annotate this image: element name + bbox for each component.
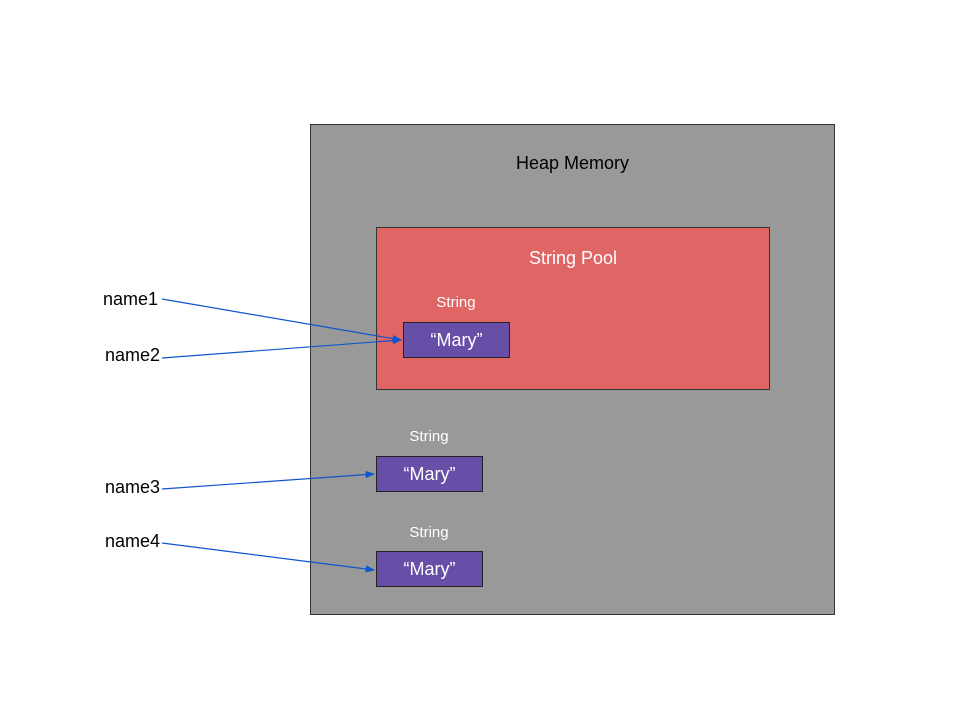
variable-label-name2: name2	[105, 345, 161, 365]
variable-label-name4: name4	[105, 531, 161, 551]
string-pool-title: String Pool	[528, 248, 618, 268]
string-object-heap-1: “Mary”	[376, 456, 483, 492]
heap-memory-title: Heap Memory	[515, 153, 630, 173]
string-pool-region: String Pool	[376, 227, 770, 390]
object-type-label: String	[409, 524, 449, 541]
variable-label-name1: name1	[103, 289, 159, 309]
string-object-pooled: “Mary”	[403, 322, 510, 358]
object-type-label: String	[436, 294, 476, 311]
string-object-heap-2: “Mary”	[376, 551, 483, 587]
variable-label-name3: name3	[105, 477, 161, 497]
object-type-label: String	[409, 428, 449, 445]
